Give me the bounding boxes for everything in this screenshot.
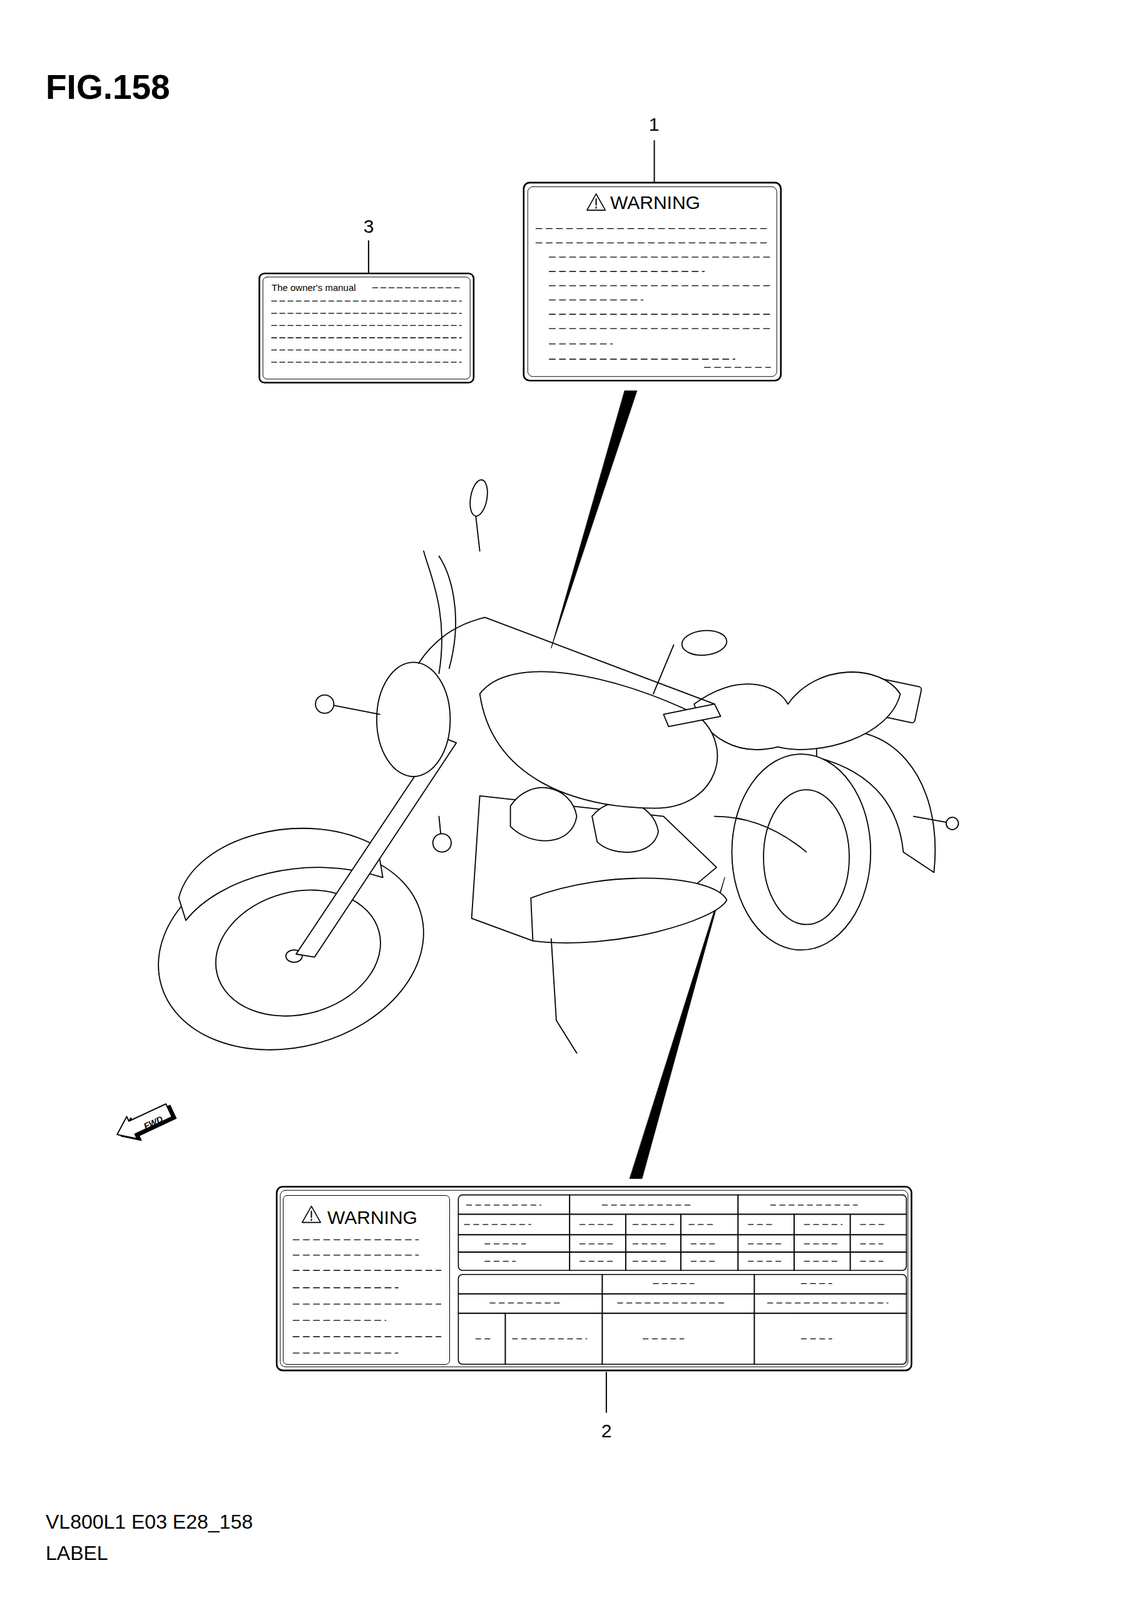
- callout-number: 1: [648, 115, 660, 134]
- section-name: LABEL: [45, 1543, 109, 1564]
- callout-number: 3: [363, 217, 375, 236]
- figure-code: VL800L1 E03 E28_158: [45, 1512, 253, 1533]
- callout-number: 2: [601, 1421, 613, 1441]
- label-text: The owner's manual: [271, 282, 357, 293]
- warning-panel: WARNING: [282, 1195, 450, 1365]
- label-sticker: The owner's manual: [259, 273, 474, 384]
- label-text: WARNING: [327, 1208, 418, 1228]
- figure-title: FIG.158: [45, 70, 171, 105]
- warning-label: WARNING: [523, 182, 782, 381]
- label-text: WARNING: [610, 193, 701, 213]
